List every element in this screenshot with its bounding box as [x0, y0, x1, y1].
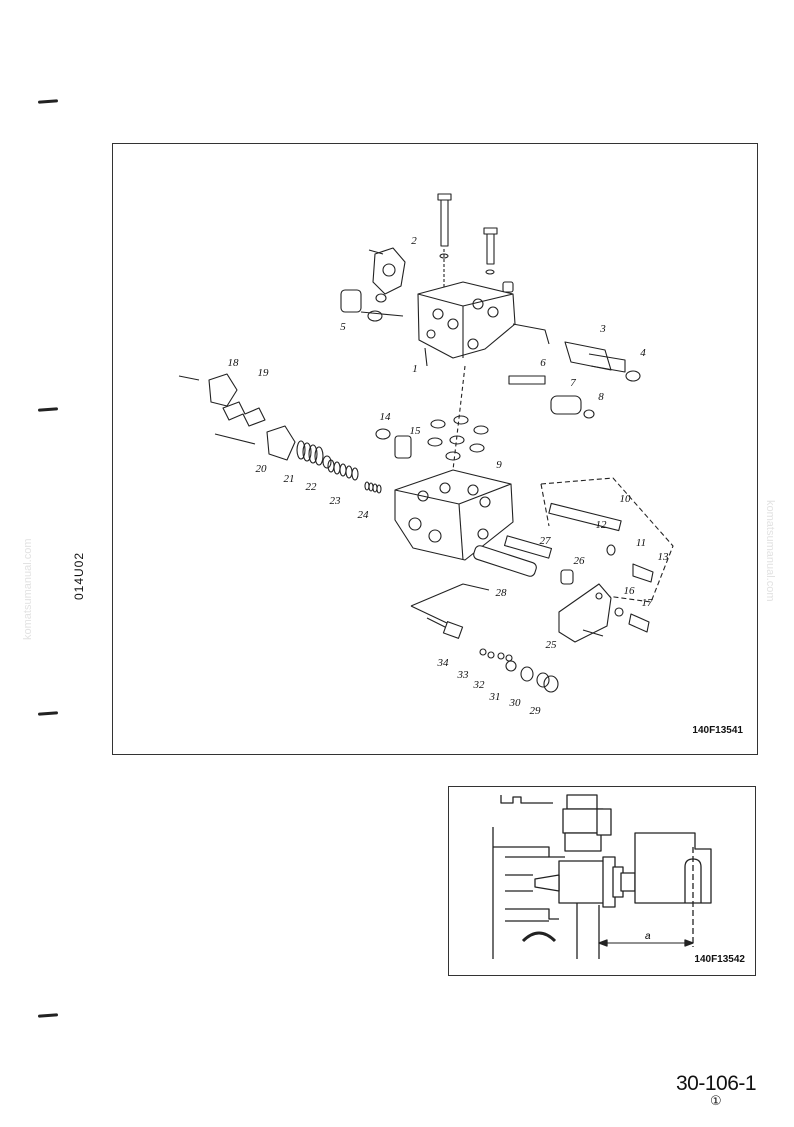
callout-30: 30: [509, 697, 522, 709]
callout-31: 31: [489, 691, 501, 703]
margin-mark: [37, 407, 59, 412]
callout-25: 25: [546, 639, 558, 651]
callout-18: 18: [228, 357, 240, 369]
callout-9: 9: [496, 459, 502, 471]
watermark-left: komatsumanual.com: [22, 538, 34, 641]
callout-27: 27: [540, 535, 552, 547]
callout-23: 23: [330, 495, 342, 507]
detail-view-figure: a 140F13542: [448, 786, 756, 976]
side-code: 014U02: [72, 551, 86, 600]
callout-12: 12: [596, 519, 608, 531]
callout-10: 10: [620, 493, 632, 505]
dimension-label: a: [645, 931, 651, 942]
callout-33: 33: [457, 669, 470, 681]
callout-8: 8: [598, 391, 604, 403]
callout-5: 5: [340, 321, 346, 333]
watermark-right: komatsumanual.com: [764, 500, 776, 602]
callout-34: 34: [437, 657, 450, 669]
callout-29: 29: [530, 705, 542, 717]
margin-mark: [37, 99, 59, 104]
callout-4: 4: [640, 347, 646, 359]
callout-11: 11: [636, 537, 646, 549]
page-number: 30-106-1: [676, 1072, 757, 1095]
callout-6: 6: [540, 357, 546, 369]
callout-15: 15: [410, 425, 422, 437]
callout-19: 19: [258, 367, 270, 379]
callout-7: 7: [570, 377, 576, 389]
detail-view-drawing: a: [492, 794, 712, 959]
callout-26: 26: [574, 555, 586, 567]
margin-mark: [37, 1013, 59, 1018]
callout-32: 32: [473, 679, 486, 691]
callout-1: 1: [412, 363, 418, 375]
callout-13: 13: [658, 551, 670, 563]
margin-mark: [37, 711, 59, 716]
figure-ref-code: 140F13541: [692, 725, 743, 736]
callout-3: 3: [599, 323, 606, 335]
callout-21: 21: [284, 473, 295, 485]
callout-17: 17: [642, 597, 654, 609]
exploded-view-figure: 1 2 3 4 5 6 7 8 9 10 11 12 13 14 15 16 1…: [112, 143, 758, 755]
callout-20: 20: [256, 463, 268, 475]
detail-ref-code: 140F13542: [694, 954, 745, 965]
callout-14: 14: [380, 411, 392, 423]
callout-2: 2: [411, 235, 417, 247]
callout-22: 22: [306, 481, 318, 493]
callout-16: 16: [624, 585, 636, 597]
exploded-view-drawing: 1 2 3 4 5 6 7 8 9 10 11 12 13 14 15 16 1…: [178, 193, 674, 717]
revision-mark: ①: [710, 1094, 722, 1109]
callout-28: 28: [496, 587, 508, 599]
callout-24: 24: [358, 509, 370, 521]
